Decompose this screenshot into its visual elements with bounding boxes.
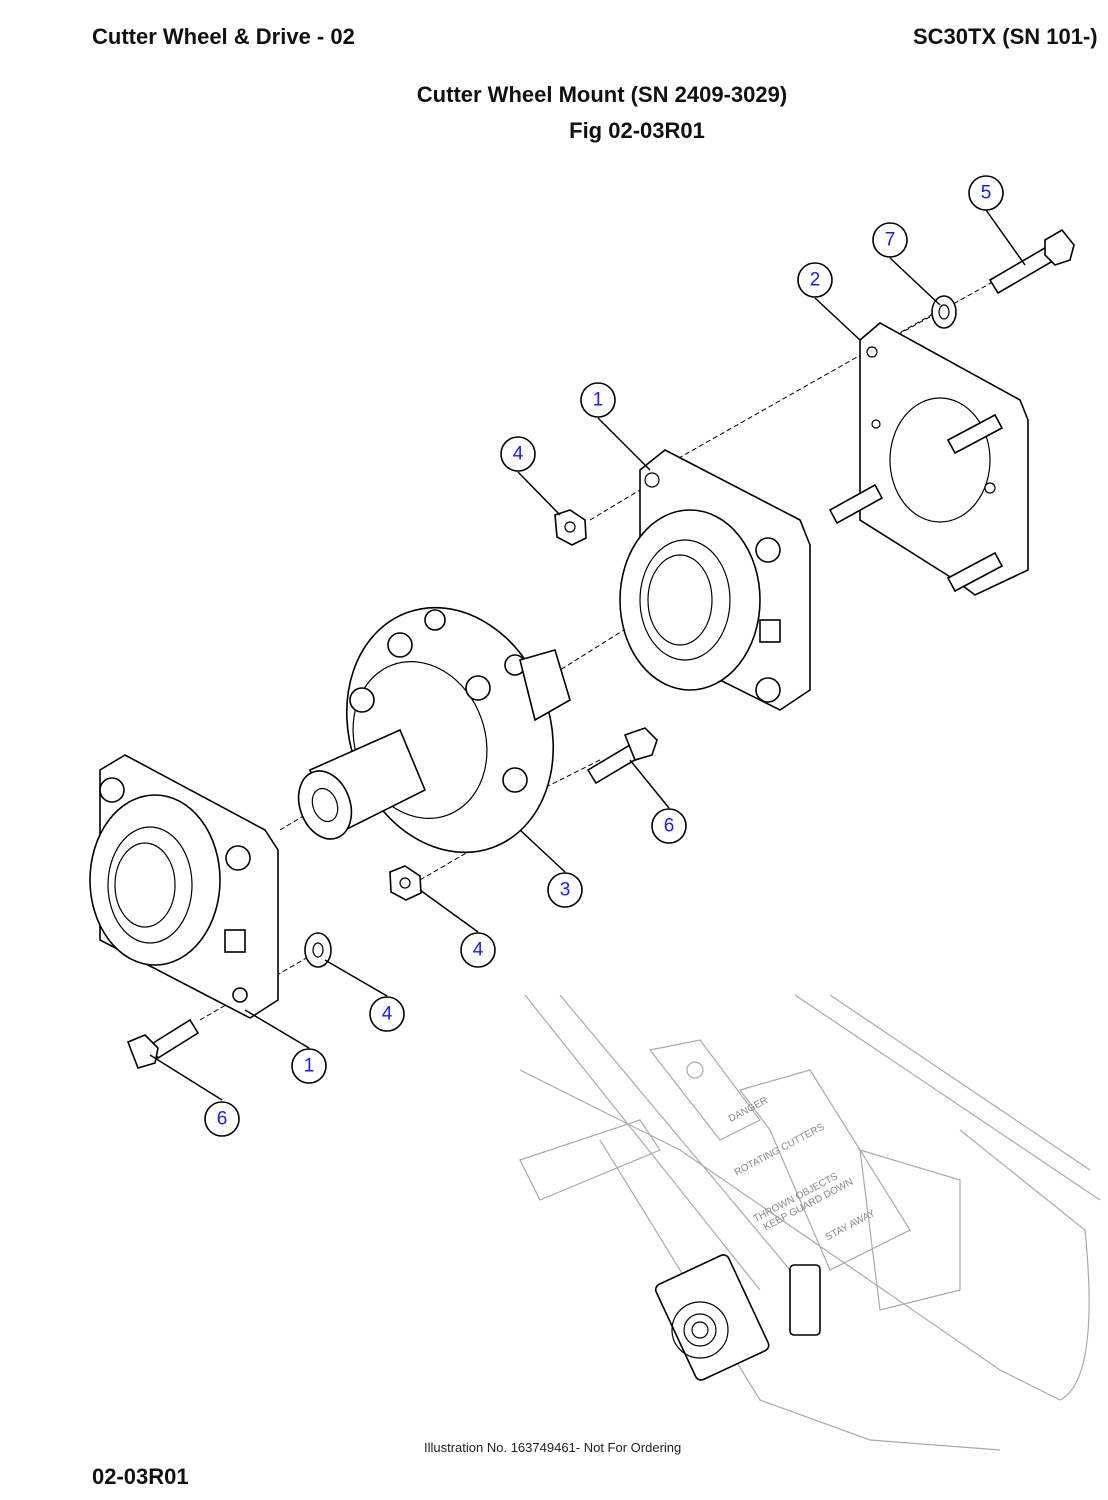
svg-text:2: 2 — [810, 270, 821, 291]
callout-4-upper: 4 — [500, 436, 536, 472]
svg-text:1: 1 — [304, 1056, 315, 1077]
part-nut-4-upper — [554, 509, 587, 546]
part-bearing-flange-1-lower — [89, 754, 279, 1019]
svg-text:6: 6 — [217, 1109, 228, 1130]
part-nut-4-middle — [389, 865, 422, 901]
callout-1-upper: 1 — [580, 382, 616, 418]
machine-context-drawing: DANGER ROTATING CUTTERS THROWN OBJECTS K… — [519, 994, 1101, 1451]
figure-number: Fig 02-03R01 — [569, 118, 705, 143]
svg-text:3: 3 — [560, 880, 571, 901]
part-bolt-5 — [988, 228, 1075, 295]
footer-figure-code: 02-03R01 — [92, 1464, 189, 1489]
callout-1-lower: 1 — [291, 1048, 327, 1084]
part-bearing-flange-1-upper — [619, 449, 811, 711]
figure-title: Cutter Wheel Mount (SN 2409-3029) — [416, 82, 788, 107]
section-title: Cutter Wheel & Drive - 02 — [92, 24, 355, 49]
callout-6-lower: 6 — [204, 1101, 240, 1137]
callout-7: 7 — [872, 222, 908, 258]
illustration-note: Illustration No. 163749461- Not For Orde… — [424, 1440, 682, 1455]
callout-4-lower: 4 — [369, 996, 405, 1032]
callout-2: 2 — [797, 262, 833, 298]
callout-4-middle: 4 — [460, 932, 496, 968]
part-bolt-6-right — [586, 727, 658, 785]
decal-line1: ROTATING CUTTERS — [733, 1122, 827, 1179]
svg-text:1: 1 — [593, 390, 604, 411]
callout-6-right: 6 — [651, 808, 687, 844]
svg-text:4: 4 — [513, 444, 524, 465]
part-washer-4-lower — [304, 932, 332, 968]
part-hub-3 — [297, 606, 571, 854]
part-bolt-6-lower — [126, 1018, 200, 1069]
svg-text:5: 5 — [981, 183, 992, 204]
part-mount-plate-2 — [828, 322, 1029, 596]
model-label: SC30TX (SN 101-) — [913, 24, 1098, 49]
callout-5: 5 — [968, 175, 1004, 211]
callout-3: 3 — [547, 872, 583, 908]
svg-text:6: 6 — [664, 816, 675, 837]
svg-text:4: 4 — [473, 940, 484, 961]
svg-text:4: 4 — [382, 1004, 393, 1025]
svg-text:7: 7 — [885, 230, 896, 251]
